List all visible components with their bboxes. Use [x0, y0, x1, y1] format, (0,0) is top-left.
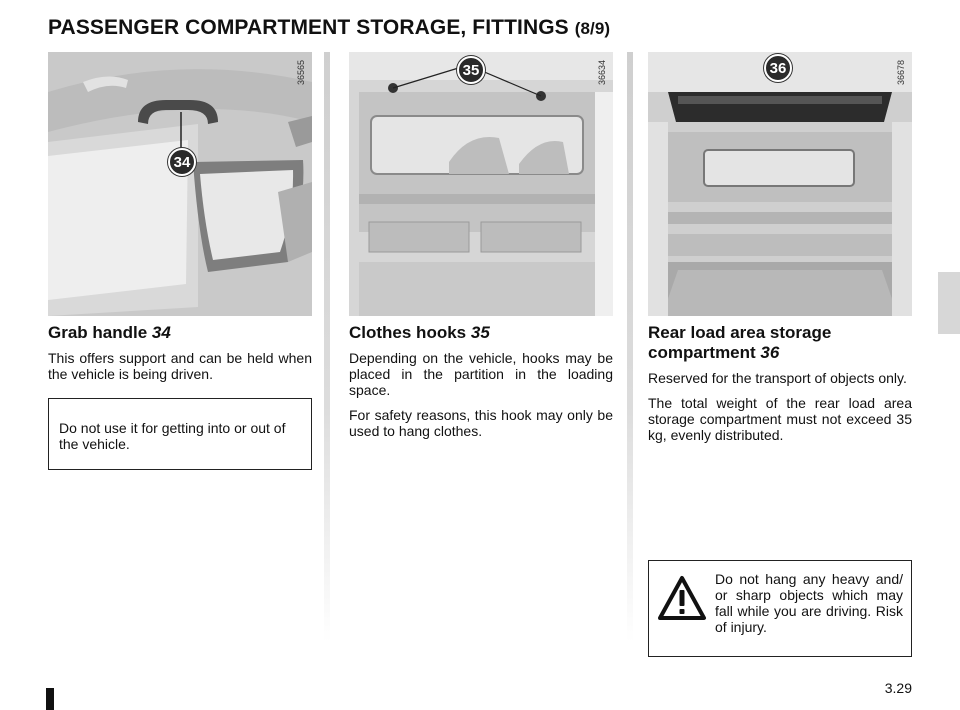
image-code: 36634	[597, 60, 607, 86]
heading-ref: 36	[760, 343, 780, 362]
grab-handle-note-box: Do not use it for getting into or out of…	[48, 398, 312, 470]
clothes-hooks-body: Depending on the vehicle, hooks may be p…	[349, 350, 613, 448]
callout-badge: 34	[168, 148, 196, 176]
grab-handle-photo: 36565 34	[48, 52, 312, 316]
warning-triangle-icon	[657, 575, 707, 624]
paragraph: For safety reasons, this hook may only b…	[349, 407, 613, 439]
heading-text: Clothes hooks	[349, 323, 467, 342]
page-indicator: (8/9)	[574, 19, 611, 38]
clothes-hooks-photo: 36634 35	[349, 52, 613, 316]
heading-ref: 34	[151, 323, 171, 342]
warning-text: Do not hang any heavy and/ or sharp obje…	[715, 571, 903, 635]
image-code: 36678	[896, 60, 906, 86]
corner-mark	[46, 688, 54, 710]
paragraph: The total weight of the rear load area s…	[648, 395, 912, 443]
column-divider	[627, 52, 633, 642]
note-text: Do not use it for getting into or out of…	[59, 420, 286, 452]
clothes-hooks-heading: Clothes hooks 35	[349, 323, 490, 343]
heading-text: Grab handle	[48, 323, 148, 342]
callout-badge: 35	[457, 56, 485, 84]
image-code: 36565	[296, 60, 306, 86]
rear-storage-body: Reserved for the transport of objects on…	[648, 370, 912, 452]
paragraph: Depending on the vehicle, hooks may be p…	[349, 350, 613, 398]
heading-ref: 35	[470, 323, 490, 342]
page-number: 3.29	[884, 680, 912, 696]
heading-text: Rear load area storage compartment	[648, 323, 832, 362]
column-divider	[324, 52, 330, 642]
grab-handle-body: This offers support and can be held when…	[48, 350, 312, 391]
paragraph: This offers support and can be held when…	[48, 350, 312, 382]
page-title: PASSENGER COMPARTMENT STORAGE, FITTINGS …	[48, 16, 610, 40]
warning-box: Do not hang any heavy and/ or sharp obje…	[648, 560, 912, 657]
callout-badge: 36	[764, 54, 792, 82]
rear-storage-heading: Rear load area storage compartment 36	[648, 323, 912, 363]
page-title-text: PASSENGER COMPARTMENT STORAGE, FITTINGS	[48, 16, 569, 39]
paragraph: Reserved for the transport of objects on…	[648, 370, 907, 386]
rear-storage-photo: 36678 36	[648, 52, 912, 316]
chapter-tab	[938, 272, 960, 334]
grab-handle-heading: Grab handle 34	[48, 323, 171, 343]
